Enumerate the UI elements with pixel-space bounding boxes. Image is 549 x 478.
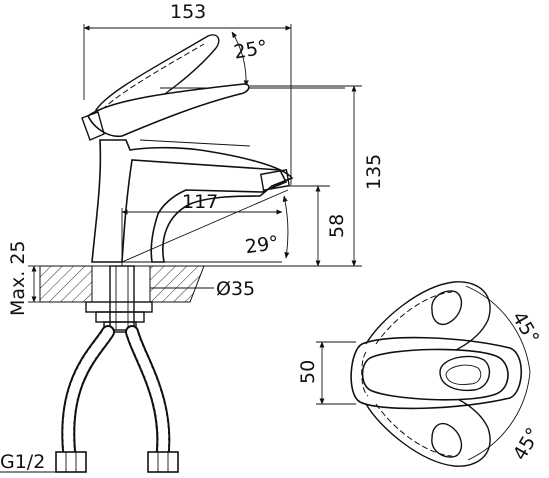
label-spout-angle: 29° xyxy=(244,232,280,258)
dim-50: 50 xyxy=(297,341,356,405)
label-lever-angle: 25° xyxy=(232,36,269,64)
dim-117: 117 xyxy=(121,191,283,266)
label-rotation-upper: 45° xyxy=(507,308,543,348)
label-rotation-lower: 45° xyxy=(509,424,545,464)
dim-153: 153 xyxy=(83,1,292,185)
label-width-total: 153 xyxy=(170,1,206,23)
side-view: 153 25° 135 xyxy=(0,1,385,473)
label-height-total: 135 xyxy=(363,154,385,190)
dim-lever-angle: 25° xyxy=(160,31,345,89)
top-lever-center xyxy=(361,348,509,401)
label-max-deck: Max. 25 xyxy=(7,240,29,316)
dim-135: 135 xyxy=(200,85,385,267)
lever-handle xyxy=(81,34,250,141)
arc-lower xyxy=(467,371,531,461)
label-spout-reach: 117 xyxy=(182,191,218,213)
dim-spout-angle: 29° xyxy=(121,189,290,263)
dim-58: 58 xyxy=(286,185,348,267)
dim-thread: G1/2 xyxy=(0,451,56,473)
countertop xyxy=(39,265,205,303)
flex-hoses xyxy=(55,325,179,473)
label-thread: G1/2 xyxy=(0,451,45,473)
label-hole-diameter: Ø35 xyxy=(216,278,255,300)
label-spout-height: 58 xyxy=(326,214,348,238)
top-view: 50 45° 45° xyxy=(297,281,545,467)
dim-hole-diameter: Ø35 xyxy=(150,278,255,300)
mounting-shank xyxy=(85,265,153,333)
dim-max-deck: Max. 25 xyxy=(7,240,44,316)
label-top-depth: 50 xyxy=(297,360,319,384)
arc-upper xyxy=(465,285,531,373)
